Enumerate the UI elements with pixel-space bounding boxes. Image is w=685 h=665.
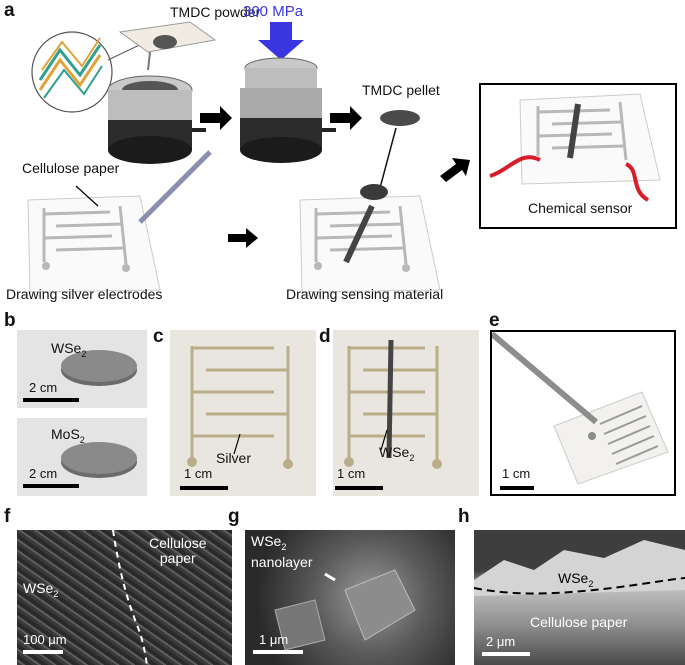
paper-sensing-drawing bbox=[299, 184, 441, 293]
panel-b-label: b bbox=[4, 310, 16, 331]
panel-g-label: g bbox=[228, 506, 240, 527]
mos2-pellet-photo: MoS2 2 cm bbox=[17, 418, 147, 496]
h-scale-bar bbox=[482, 652, 530, 656]
d-scale-bar bbox=[335, 486, 383, 490]
process-arrow-3 bbox=[228, 228, 258, 248]
powder-spatula bbox=[118, 21, 217, 71]
wse2-annotation: WSe bbox=[379, 444, 410, 460]
process-arrow-2 bbox=[330, 106, 362, 130]
e-scale-bar bbox=[500, 486, 534, 490]
sensor-drawing bbox=[489, 93, 661, 202]
d-scale-label: 1 cm bbox=[337, 466, 366, 481]
wse2-pellet-photo: WSe2 2 cm bbox=[17, 330, 147, 408]
drawing-silver-label: Drawing silver electrodes bbox=[6, 286, 163, 302]
pellet-die-pressed bbox=[240, 22, 336, 163]
paper-silver-drawing bbox=[27, 150, 212, 293]
process-arrow-1 bbox=[200, 106, 232, 130]
c-scale-bar bbox=[180, 486, 228, 490]
g-scale-label: 1 μm bbox=[259, 632, 289, 647]
wse2-scale-label: 2 cm bbox=[29, 380, 58, 395]
f-wse2-label: WSe bbox=[23, 580, 54, 596]
e-scale-label: 1 cm bbox=[502, 466, 531, 481]
g-nanolayer-label: nanolayer bbox=[251, 553, 313, 570]
f-scale-bar bbox=[23, 650, 63, 654]
drawing-sensing-label: Drawing sensing material bbox=[286, 286, 444, 302]
h-cellulose-label: Cellulose paper bbox=[530, 614, 628, 630]
panel-a-schematic bbox=[27, 21, 677, 293]
panel-f-label: f bbox=[4, 506, 11, 527]
h-wse2-label: WSe bbox=[558, 570, 589, 586]
tmdc-pellet bbox=[380, 110, 420, 126]
flexible-sensor-photo: 1 cm bbox=[490, 330, 676, 496]
wse2-scale-bar bbox=[23, 398, 79, 402]
chemical-sensor-label: Chemical sensor bbox=[528, 200, 633, 216]
wse2-label: WSe bbox=[51, 340, 82, 356]
tmdc-powder-label: TMDC powder bbox=[170, 4, 261, 20]
panel-e-label: e bbox=[489, 310, 500, 331]
h-scale-label: 2 μm bbox=[486, 634, 516, 649]
f-scale-label: 100 μm bbox=[23, 632, 67, 647]
tmdc-structure-inset bbox=[31, 31, 151, 113]
silver-label: Silver bbox=[216, 450, 252, 466]
g-wse2-label: WSe bbox=[251, 533, 282, 549]
mos2-label: MoS bbox=[51, 426, 80, 442]
cellulose-paper-label: Cellulose paper bbox=[22, 160, 120, 176]
c-scale-label: 1 cm bbox=[184, 466, 213, 481]
panel-a-label: a bbox=[4, 0, 15, 21]
panel-c-label: c bbox=[153, 326, 164, 347]
process-arrow-4 bbox=[440, 158, 470, 182]
panel-d-label: d bbox=[319, 326, 331, 347]
sem-image-h: WSe2 Cellulose paper 2 μm bbox=[474, 530, 685, 665]
wse2-sensor-photo: WSe2 1 cm bbox=[333, 330, 479, 496]
tmdc-pellet-label: TMDC pellet bbox=[362, 82, 440, 98]
mos2-scale-label: 2 cm bbox=[29, 466, 58, 481]
silver-electrode-photo: Silver 1 cm bbox=[170, 330, 316, 496]
pressure-label: 300 MPa bbox=[243, 3, 304, 20]
pellet-die-open bbox=[107, 75, 206, 164]
g-scale-bar bbox=[253, 650, 303, 654]
mos2-scale-bar bbox=[23, 484, 79, 488]
panel-h-label: h bbox=[458, 506, 470, 527]
